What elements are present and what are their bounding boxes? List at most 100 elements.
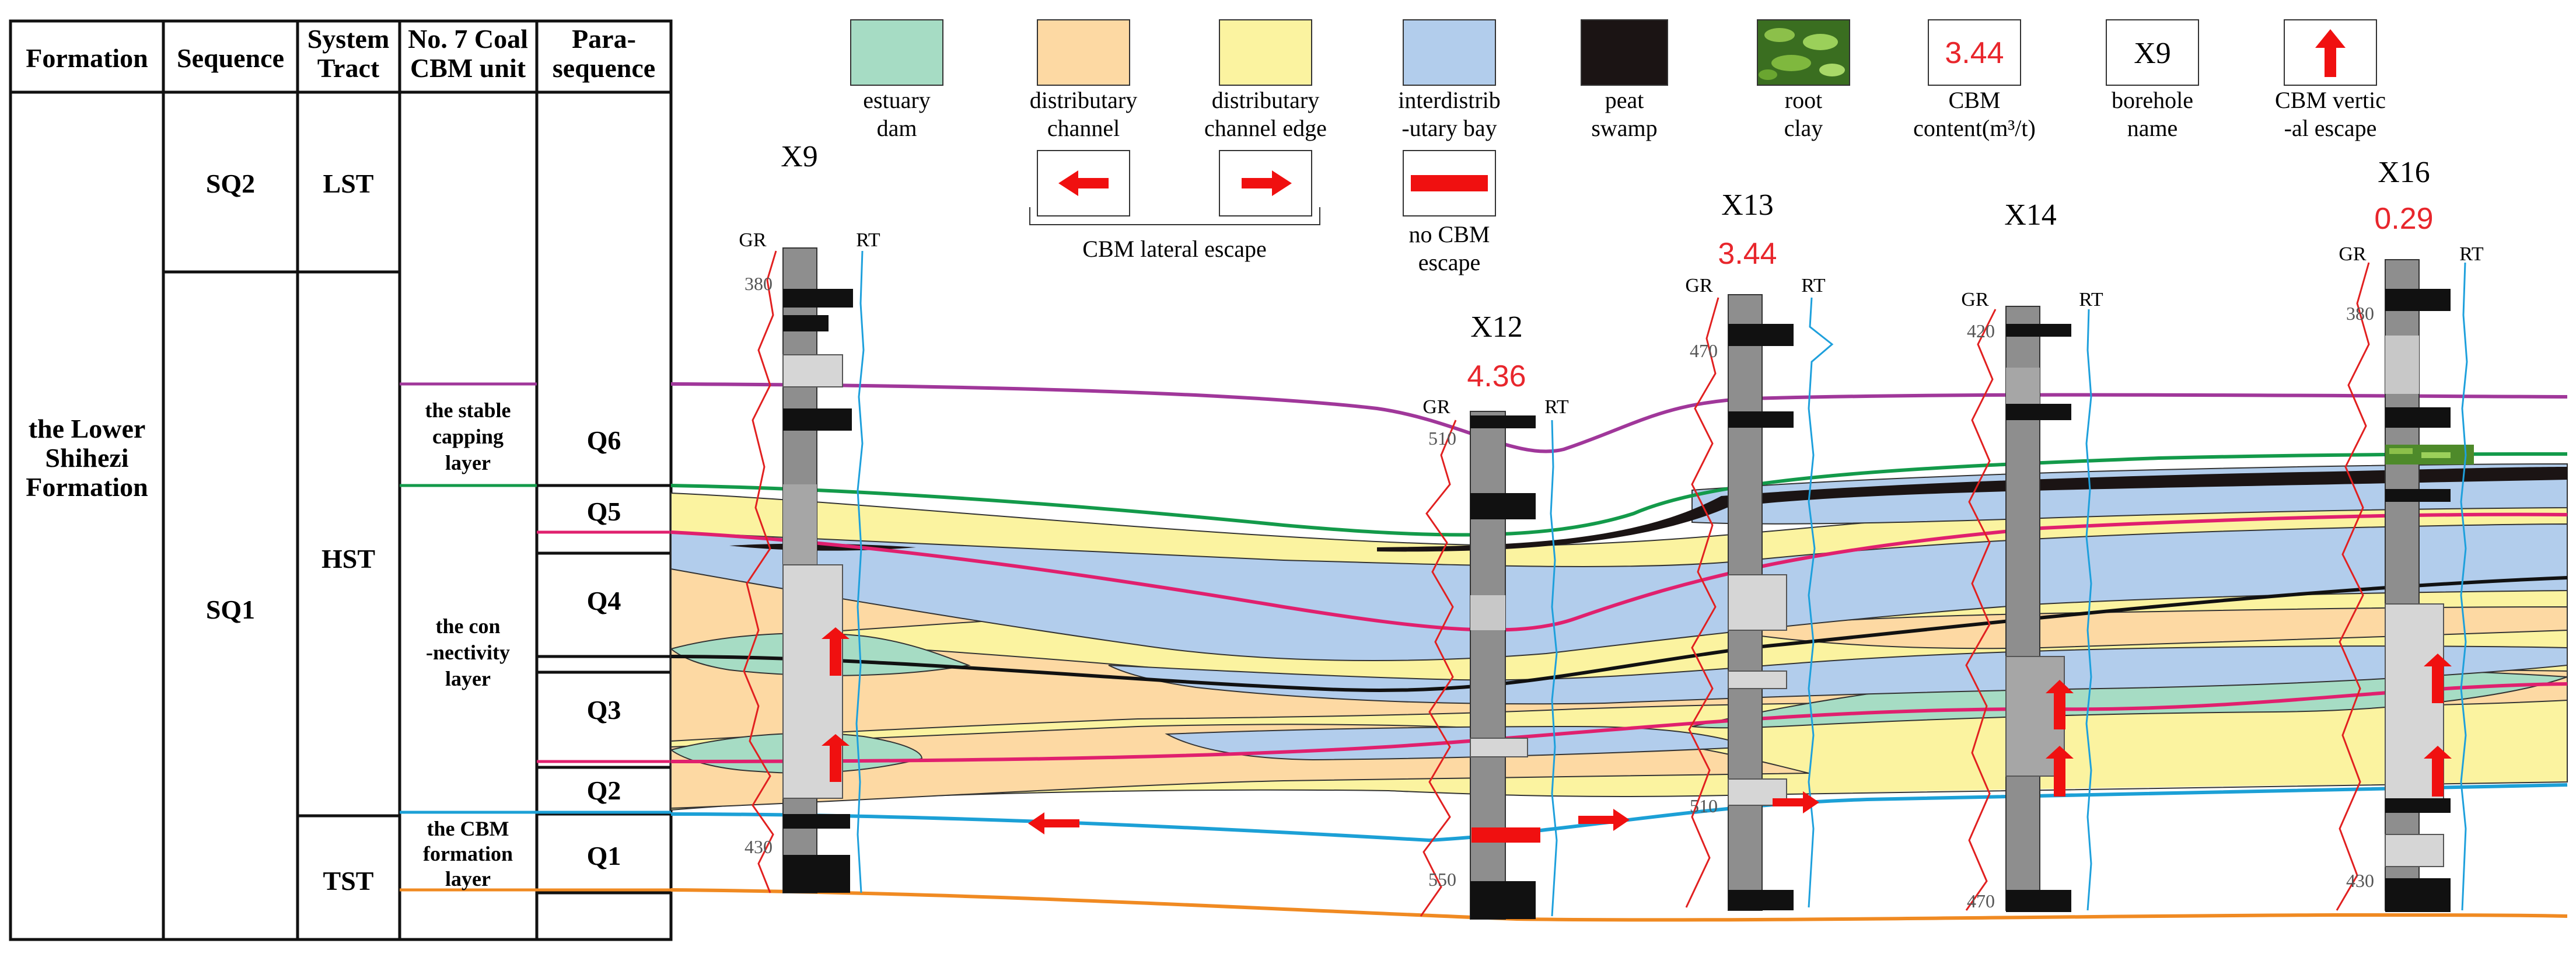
coal-layer: [2385, 489, 2451, 502]
coal-layer: [2385, 289, 2451, 311]
header-para-2: sequence: [553, 53, 655, 83]
legend-lateral-escape-left-arrow: [1058, 170, 1109, 196]
rt-curve: [855, 250, 865, 893]
parasequence-q1: Q1: [587, 841, 621, 871]
vertical-escape-arrow: [2046, 746, 2074, 797]
no-escape-bar: [1471, 827, 1540, 843]
lateral-escape-arrow-right: [1578, 809, 1630, 831]
coal-layer: [783, 289, 853, 308]
legend-swatch-estuary-dam: [850, 19, 943, 86]
gr-label: GR: [1685, 275, 1713, 296]
system-tract-hst: HST: [321, 544, 375, 574]
coal-layer: [1728, 411, 1794, 428]
boundary-green: [670, 452, 2568, 537]
gr-curve: [2336, 262, 2370, 911]
coal-layer: [2385, 878, 2451, 912]
coal-layer: [783, 315, 829, 331]
interdistributary-bay-body: [670, 523, 2568, 661]
coal-layer: [1470, 415, 1536, 428]
legend-label: distributary: [1030, 87, 1137, 113]
unit-formation-line: the CBM: [427, 817, 509, 840]
unit-connectivity-line: -nectivity: [426, 641, 510, 664]
legend-swatch-channel-edge: [1219, 19, 1312, 86]
coal-layer: [2006, 404, 2071, 420]
parasequence-q2: Q2: [587, 776, 621, 805]
stratigraphy-table: [9, 19, 673, 941]
gr-curve: [743, 250, 777, 893]
unit-connectivity-line: layer: [445, 667, 491, 690]
legend-label: distributary: [1212, 87, 1319, 113]
coal-layer: [783, 408, 852, 431]
rt-curve: [2460, 262, 2468, 911]
header-unit-2: CBM unit: [410, 53, 526, 83]
rt-label: RT: [2459, 243, 2484, 265]
depth-bottom: 430: [745, 836, 773, 857]
vertical-escape-arrow: [2046, 680, 2074, 729]
gr-label: GR: [2339, 243, 2367, 265]
legend-label: CBM: [1949, 87, 2001, 113]
header-system-tract-1: System: [307, 24, 390, 54]
legend-label: content(m³/t): [1913, 115, 2036, 141]
depth-bottom: 510: [1690, 795, 1718, 816]
legend-vertical-escape-arrow: [2315, 29, 2346, 77]
depth-bottom: 550: [1428, 869, 1456, 890]
legend-label: CBM vertic: [2275, 87, 2386, 113]
legend: estuary dam distributary channel distrib…: [850, 19, 2386, 275]
rt-label: RT: [1544, 396, 1569, 418]
system-tract-tst: TST: [323, 866, 374, 896]
unit-capping-line: capping: [432, 425, 504, 448]
sequence-sq1: SQ1: [206, 595, 255, 624]
borehole-x16: X16 0.29 GR RT 380 430: [2336, 156, 2484, 912]
boundary-magenta-lower: [670, 682, 2568, 763]
legend-label: escape: [1418, 249, 1481, 275]
coal-seam-main: [1377, 467, 2567, 552]
sequence-sq2: SQ2: [206, 169, 255, 198]
distributary-channel-body: [1721, 606, 2568, 649]
borehole-x13: X13 3.44 GR RT 470 510: [1685, 188, 1834, 911]
legend-label: -utary bay: [1401, 115, 1497, 141]
rt-curve: [1550, 420, 1558, 917]
legend-label: name: [2127, 115, 2178, 141]
header-para-1: Para-: [572, 24, 636, 54]
parasequence-q5: Q5: [587, 497, 621, 526]
legend-label: peat: [1605, 87, 1644, 113]
vertical-escape-arrow: [822, 734, 850, 782]
legend-label: borehole: [2112, 87, 2193, 113]
legend-swatch-distributary-channel: [1037, 19, 1130, 86]
lateral-escape-arrow-right: [1773, 791, 1819, 813]
gr-curve: [1965, 309, 1997, 911]
borehole-x9: X9 GR RT 380 430: [739, 140, 880, 893]
table-boundary-lines: [400, 382, 671, 892]
borehole-name: X12: [1470, 310, 1523, 344]
legend-swatch-root-clay: [1757, 19, 1850, 86]
legend-label: no CBM: [1409, 221, 1490, 247]
legend-label: dam: [877, 115, 917, 141]
legend-swatch-peat-swamp: [1581, 19, 1668, 86]
borehole-column: [1470, 411, 1506, 920]
coal-layer: [2006, 324, 2071, 337]
rt-curve: [2085, 309, 2092, 911]
gr-label: GR: [1961, 289, 1989, 310]
unit-connectivity-line: the con: [436, 614, 501, 638]
header-sequence: Sequence: [177, 43, 284, 73]
vertical-escape-arrow: [2424, 746, 2452, 797]
cbm-content: 4.36: [1467, 359, 1526, 393]
unit-capping-line: layer: [445, 451, 491, 474]
vertical-escape-arrow: [822, 627, 850, 676]
coal-layer: [1728, 890, 1794, 910]
boundary-black: [670, 576, 2568, 692]
cbm-content: 3.44: [1718, 237, 1777, 271]
depth-top: 470: [1690, 340, 1718, 361]
gr-curve: [1685, 297, 1719, 908]
gr-label: GR: [739, 229, 767, 251]
depth-bottom: 470: [1967, 890, 1995, 911]
formation-name-line: Shihezi: [45, 443, 128, 473]
system-tract-lst: LST: [323, 169, 374, 198]
header-system-tract-2: Tract: [317, 53, 380, 83]
coal-layer: [2385, 407, 2451, 428]
legend-label: interdistrib: [1398, 87, 1501, 113]
rt-curve: [1808, 297, 1834, 908]
legend-label: channel edge: [1204, 115, 1327, 141]
legend-label: estuary: [863, 87, 931, 113]
